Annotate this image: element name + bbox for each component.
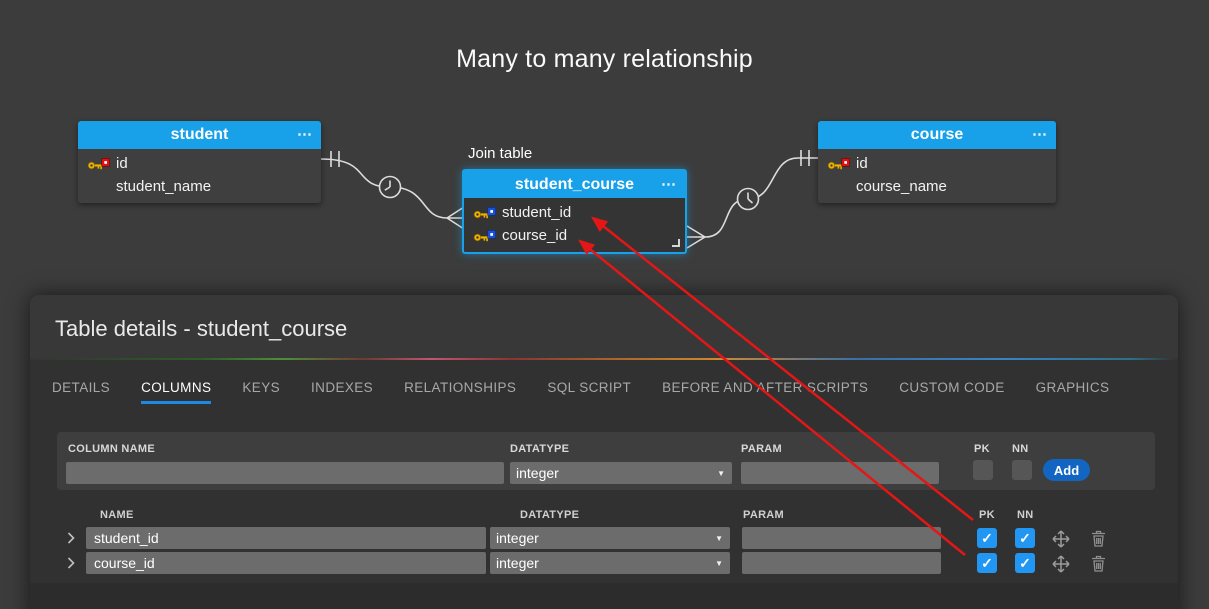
row-nn-checkbox[interactable]: ✓ <box>1015 553 1035 573</box>
tab-graphics[interactable]: GRAPHICS <box>1035 380 1110 395</box>
move-row-icon[interactable] <box>1052 530 1070 548</box>
param-label: PARAM <box>741 443 783 455</box>
entity-menu-icon[interactable]: ⋯ <box>1032 126 1048 143</box>
entity-student-course-header[interactable]: student_course ⋯ <box>464 171 685 198</box>
column-name: id <box>856 155 868 172</box>
row-name-input[interactable] <box>86 527 486 549</box>
row-pk-checkbox[interactable]: ✓ <box>977 553 997 573</box>
column-name: id <box>116 155 128 172</box>
delete-row-icon[interactable] <box>1090 529 1107 548</box>
datatype-label: DATATYPE <box>510 443 570 455</box>
column-name: course_name <box>856 178 947 195</box>
nn-label: NN <box>1012 443 1029 455</box>
relationship-course-junction[interactable] <box>686 150 818 249</box>
list-header-param: PARAM <box>743 509 785 521</box>
row-pk-checkbox[interactable]: ✓ <box>977 528 997 548</box>
table-details-panel: Table details - student_course DETAILS C… <box>30 295 1178 609</box>
tab-indexes[interactable]: INDEXES <box>311 380 374 395</box>
row-param-input[interactable] <box>742 552 941 574</box>
check-icon: ✓ <box>981 530 993 546</box>
move-row-icon[interactable] <box>1052 555 1070 573</box>
add-column-form: COLUMN NAME DATATYPE integer ▼ PARAM PK … <box>57 432 1155 490</box>
pk-label: PK <box>974 443 990 455</box>
resize-handle[interactable] <box>672 239 680 247</box>
datatype-select[interactable]: integer ▼ <box>510 462 732 484</box>
entity-column-row[interactable]: course_id <box>464 224 685 247</box>
entity-student[interactable]: student ⋯ id <box>78 121 321 203</box>
entity-menu-icon[interactable]: ⋯ <box>297 126 313 143</box>
column-name: student_id <box>502 204 572 221</box>
primary-foreign-key-icon <box>473 206 502 220</box>
tab-keys[interactable]: KEYS <box>242 380 281 395</box>
nn-checkbox[interactable]: ✓ <box>1012 460 1032 480</box>
row-datatype-value: integer <box>496 555 539 571</box>
entity-student-course[interactable]: student_course ⋯ student_id <box>462 169 687 254</box>
column-name-input[interactable] <box>66 462 504 484</box>
primary-key-icon <box>87 157 116 171</box>
diagram-title: Many to many relationship <box>456 45 753 73</box>
tab-sql-script[interactable]: SQL SCRIPT <box>547 380 632 395</box>
panel-titlebar: Table details - student_course <box>30 295 1178 358</box>
join-table-label: Join table <box>468 145 533 162</box>
row-datatype-value: integer <box>496 530 539 546</box>
row-param-input[interactable] <box>742 527 941 549</box>
panel-title: Table details - student_course <box>55 316 348 341</box>
entity-course-header[interactable]: course ⋯ <box>818 121 1056 149</box>
entity-title: student <box>170 126 229 143</box>
row-datatype-select[interactable]: integer ▼ <box>490 527 730 549</box>
entity-course[interactable]: course ⋯ id <box>818 121 1056 203</box>
pk-checkbox[interactable]: ✓ <box>973 460 993 480</box>
column-name: course_id <box>502 227 568 244</box>
row-expander-icon[interactable] <box>66 556 76 570</box>
row-expander-icon[interactable] <box>66 531 76 545</box>
gradient-divider <box>30 358 1178 360</box>
dropdown-arrow-icon: ▼ <box>715 533 723 543</box>
dropdown-arrow-icon: ▼ <box>715 558 723 568</box>
row-nn-checkbox[interactable]: ✓ <box>1015 528 1035 548</box>
list-header-datatype: DATATYPE <box>520 509 580 521</box>
datatype-value: integer <box>516 465 559 481</box>
check-icon: ✓ <box>981 555 993 571</box>
list-header-pk: PK <box>979 509 995 521</box>
relationship-student-junction[interactable] <box>320 151 465 230</box>
tab-details[interactable]: DETAILS <box>52 380 111 395</box>
primary-foreign-key-icon <box>473 229 502 243</box>
dropdown-arrow-icon: ▼ <box>717 468 725 478</box>
check-icon: ✓ <box>1019 555 1031 571</box>
entity-column-row[interactable]: student_name <box>78 175 321 198</box>
tab-bar: DETAILS COLUMNS KEYS INDEXES RELATIONSHI… <box>52 381 1109 404</box>
row-name-input[interactable] <box>86 552 486 574</box>
entity-title: course <box>910 126 964 143</box>
add-button[interactable]: Add <box>1043 459 1090 481</box>
primary-key-icon <box>827 157 856 171</box>
entity-column-row[interactable]: id <box>818 152 1056 175</box>
entity-title: student_course <box>514 175 635 193</box>
panel-bottom-strip <box>30 583 1178 609</box>
entity-column-row[interactable]: student_id <box>464 201 685 224</box>
entity-menu-icon[interactable]: ⋯ <box>661 175 677 193</box>
param-input[interactable] <box>741 462 939 484</box>
entity-column-row[interactable]: id <box>78 152 321 175</box>
entity-student-header[interactable]: student ⋯ <box>78 121 321 149</box>
column-name: student_name <box>116 178 212 195</box>
list-header-name: NAME <box>100 509 134 521</box>
tab-custom-code[interactable]: CUSTOM CODE <box>899 380 1005 395</box>
tab-before-and-after-scripts[interactable]: BEFORE AND AFTER SCRIPTS <box>662 380 869 395</box>
tab-relationships[interactable]: RELATIONSHIPS <box>404 380 517 395</box>
list-header-nn: NN <box>1017 509 1034 521</box>
check-icon: ✓ <box>1019 530 1031 546</box>
column-name-label: COLUMN NAME <box>68 443 156 455</box>
tab-columns[interactable]: COLUMNS <box>141 381 212 404</box>
delete-row-icon[interactable] <box>1090 554 1107 573</box>
entity-column-row[interactable]: course_name <box>818 175 1056 198</box>
row-datatype-select[interactable]: integer ▼ <box>490 552 730 574</box>
